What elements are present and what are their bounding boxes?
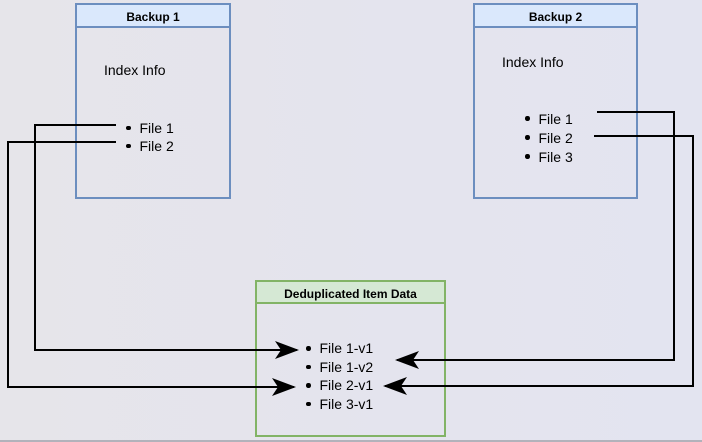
backup2-file-2: File 2 <box>525 128 573 147</box>
backup1-file-list: File 1 File 2 <box>126 119 174 155</box>
window-bottom-edge <box>0 440 702 442</box>
backup2-file-1-label: File 1 <box>538 110 573 127</box>
backup1-index-info-label: Index Info <box>104 62 166 78</box>
bullet-icon <box>306 383 311 388</box>
bullet-icon <box>306 364 311 369</box>
dedup-item-file1-v1-label: File 1-v1 <box>319 340 374 357</box>
dedup-item-file3-v1-label: File 3-v1 <box>319 395 374 412</box>
backup1-file-1-label: File 1 <box>139 120 174 136</box>
backup2-index-info-label: Index Info <box>502 54 564 70</box>
backup1-title: Backup 1 <box>77 5 229 28</box>
backup1-box: Backup 1 Index Info File 1 File 2 <box>75 3 231 199</box>
dedup-item-file3-v1: File 3-v1 <box>306 395 373 414</box>
backup2-file-3: File 3 <box>525 147 573 166</box>
backup1-file-1: File 1 <box>126 119 174 137</box>
bullet-icon <box>126 125 131 131</box>
backup2-file-2-label: File 2 <box>538 129 573 146</box>
backup1-file-2: File 2 <box>126 137 174 155</box>
dedup-box: Deduplicated Item Data File 1-v1 File 1-… <box>255 280 446 437</box>
dedup-title: Deduplicated Item Data <box>257 282 444 304</box>
backup1-file-2-label: File 2 <box>139 138 174 154</box>
bullet-icon <box>306 346 311 351</box>
bullet-icon <box>525 135 530 140</box>
bullet-icon <box>525 116 530 121</box>
dedup-item-file2-v1: File 2-v1 <box>306 376 373 395</box>
backup2-file-1: File 1 <box>525 109 573 128</box>
backup2-box: Backup 2 Index Info File 1 File 2 File 3 <box>473 3 638 199</box>
dedup-item-file1-v2-label: File 1-v2 <box>319 358 374 375</box>
dedup-item-file2-v1-label: File 2-v1 <box>319 377 374 394</box>
backup2-title: Backup 2 <box>475 5 636 28</box>
dedup-item-list: File 1-v1 File 1-v2 File 2-v1 File 3-v1 <box>306 339 373 413</box>
backup2-file-3-label: File 3 <box>538 148 573 165</box>
bullet-icon <box>126 143 131 149</box>
bullet-icon <box>306 401 311 406</box>
bullet-icon <box>525 154 530 159</box>
dedup-item-file1-v1: File 1-v1 <box>306 339 373 358</box>
dedup-item-file1-v2: File 1-v2 <box>306 358 373 377</box>
backup2-file-list: File 1 File 2 File 3 <box>525 109 573 166</box>
